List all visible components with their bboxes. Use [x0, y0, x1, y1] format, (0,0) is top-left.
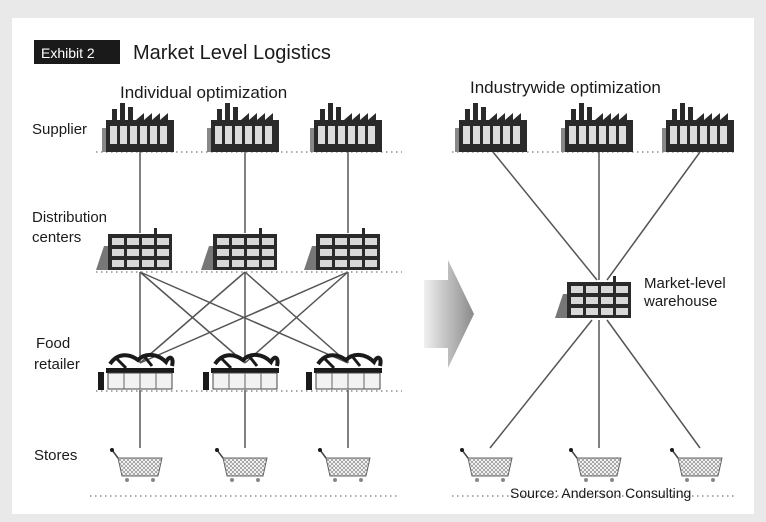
warehouse-store-line-1: [489, 319, 593, 449]
distribution-center-icon: [96, 228, 172, 270]
dc-retail-cross-3: [139, 271, 246, 364]
exhibit-badge: [34, 40, 120, 64]
shopping-cart-icon: [459, 447, 513, 483]
arrow-right-icon: [424, 260, 474, 368]
dc-retail-cross-5: [139, 271, 349, 364]
distribution-center-icon: [304, 228, 380, 270]
factory-icon: [102, 103, 174, 152]
shopping-cart-icon: [317, 447, 371, 483]
warehouse-icon: [555, 276, 631, 318]
warehouse-label-2: warehouse: [643, 293, 717, 310]
source-note: Source: Anderson Consulting: [510, 485, 691, 501]
food-retailer-icon: [201, 352, 281, 392]
food-retailer-icon: [304, 352, 384, 392]
left-panel-title: Individual optimization: [120, 83, 287, 102]
row-label-retailer-2: retailer: [34, 356, 80, 373]
row-label-stores: Stores: [34, 447, 77, 464]
factory-icon: [561, 103, 633, 152]
factory-icon: [455, 103, 527, 152]
factory-icon: [310, 103, 382, 152]
row-label-retailer-1: Food: [36, 335, 70, 352]
supplier-warehouse-line-1: [492, 151, 598, 281]
supplier-warehouse-line-3: [606, 151, 701, 281]
row-label-distribution-1: Distribution: [32, 209, 107, 226]
logistics-diagram: Exhibit 2 Market Level Logistics Individ…: [32, 40, 734, 501]
factory-icon: [207, 103, 279, 152]
shopping-cart-icon: [568, 447, 622, 483]
dc-retail-cross-6: [244, 271, 349, 364]
exhibit-badge-label: Exhibit 2: [41, 45, 95, 61]
exhibit-title: Market Level Logistics: [133, 42, 331, 64]
distribution-center-icon: [201, 228, 277, 270]
row-label-distribution-2: centers: [32, 229, 81, 246]
right-connections: [489, 151, 701, 449]
ground-dots: [90, 151, 734, 497]
factory-icon: [662, 103, 734, 152]
left-connections: [139, 152, 349, 448]
shopping-cart-icon: [109, 447, 163, 483]
shopping-cart-icon: [669, 447, 723, 483]
warehouse-label-1: Market-level: [644, 275, 726, 292]
shopping-cart-icon: [214, 447, 268, 483]
food-retailer-icon: [96, 352, 176, 392]
warehouse-store-line-3: [606, 319, 701, 449]
row-label-supplier: Supplier: [32, 121, 87, 138]
exhibit-frame: Exhibit 2 Market Level Logistics Individ…: [12, 18, 754, 514]
right-panel-title: Industrywide optimization: [470, 78, 661, 97]
